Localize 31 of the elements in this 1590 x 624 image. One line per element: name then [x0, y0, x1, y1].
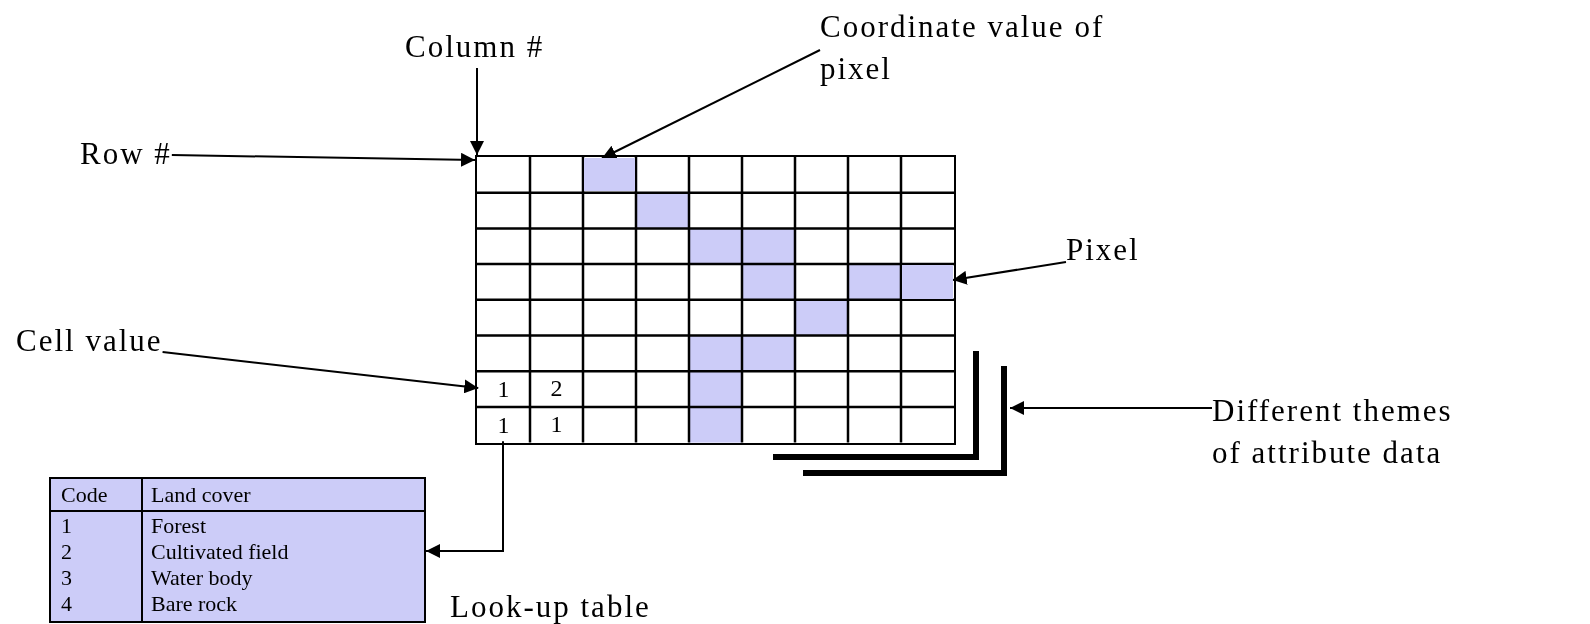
table-cell: Water body — [151, 567, 253, 589]
arrow — [601, 49, 821, 160]
table-cell: 2 — [61, 541, 72, 563]
cell-value: 2 — [549, 374, 564, 404]
arrow — [1009, 401, 1213, 415]
cell-value: 1 — [478, 372, 529, 406]
cell-value: 1 — [549, 409, 564, 439]
arrow — [161, 351, 480, 394]
pixel-label: Pixel — [1066, 229, 1140, 271]
coordinate-label: Coordinate value of pixel — [820, 6, 1140, 90]
table-cell: Cultivated field — [151, 541, 289, 563]
cell-value-label: Cell value — [16, 320, 163, 362]
row-label: Row # — [80, 133, 172, 175]
pixel-cell — [584, 158, 635, 192]
table-cell: Bare rock — [151, 593, 238, 615]
table-cell: 4 — [61, 593, 72, 615]
table-header: Code — [61, 484, 108, 506]
arrow — [470, 67, 484, 156]
arrow — [170, 152, 476, 167]
table-caption: Look-up table — [450, 588, 651, 624]
table-cell: 3 — [61, 567, 72, 589]
cell-value: 1 — [478, 408, 529, 442]
table-header: Land cover — [151, 484, 251, 506]
themes-label: Different themes of attribute data — [1212, 390, 1462, 474]
theme-layers-drawing — [770, 348, 1010, 478]
table-cell: 1 — [61, 515, 72, 537]
lookup-table — [49, 477, 426, 623]
pixel-cell — [902, 265, 953, 299]
column-label: Column # — [405, 26, 545, 68]
table-cell: Forest — [151, 515, 206, 537]
arrow — [425, 440, 504, 558]
